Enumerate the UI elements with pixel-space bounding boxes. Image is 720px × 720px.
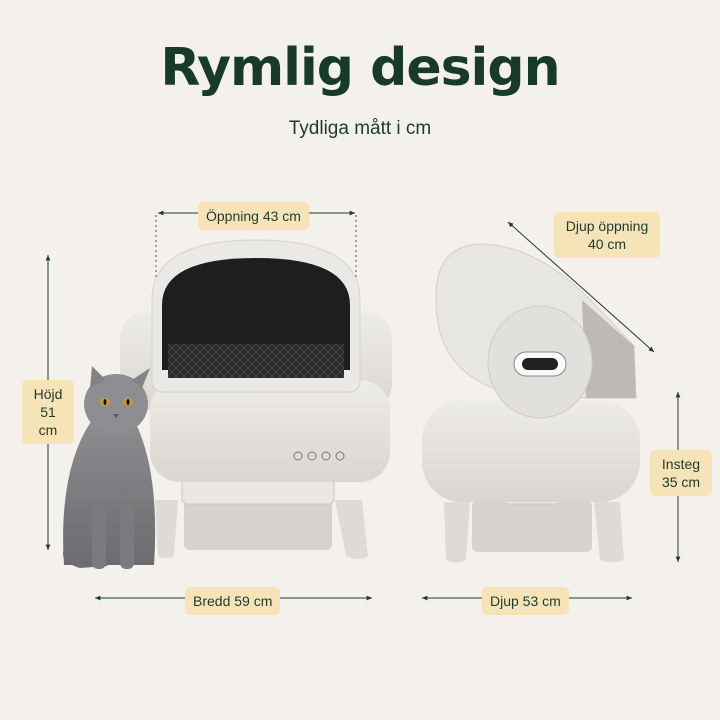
step-label-line2: 35 cm xyxy=(661,474,701,490)
control-buttons xyxy=(293,451,345,461)
depth-opening-label: Djup öppning 40 cm xyxy=(554,212,660,258)
step-label-line1: Insteg xyxy=(661,456,701,472)
height-label-line1: Höjd xyxy=(33,386,63,402)
page-title: Rymlig design xyxy=(160,38,560,98)
height-label-line2: 51 cm xyxy=(38,404,58,438)
depth-opening-label-line1: Djup öppning xyxy=(565,218,649,234)
litter-box-side-image xyxy=(422,243,640,563)
page-subtitle: Tydliga mått i cm xyxy=(288,118,432,139)
depth-opening-dimension-line xyxy=(507,221,655,353)
step-label: Insteg 35 cm xyxy=(650,450,712,496)
height-label: Höjd 51 cm xyxy=(22,380,74,444)
litter-box-front-image xyxy=(120,239,392,559)
cat-image xyxy=(62,366,156,569)
opening-label: Öppning 43 cm xyxy=(198,202,309,230)
depth-label: Djup 53 cm xyxy=(482,587,569,615)
width-label: Bredd 59 cm xyxy=(185,587,281,615)
depth-opening-label-line2: 40 cm xyxy=(587,236,627,252)
